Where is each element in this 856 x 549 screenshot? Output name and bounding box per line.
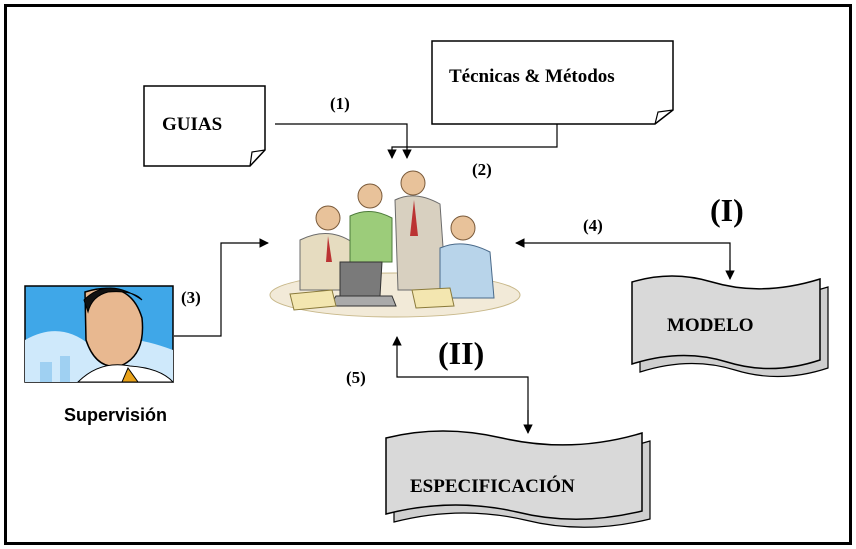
connectors — [174, 123, 735, 434]
step-4-label: (4) — [583, 216, 603, 235]
phase-1-label: (I) — [710, 192, 744, 228]
modelo-label: MODELO — [667, 315, 754, 336]
guias-document — [143, 85, 266, 167]
tecnicas-label: Técnicas & Métodos — [449, 66, 615, 87]
team-clipart — [269, 170, 521, 318]
step-3-label: (3) — [181, 288, 201, 307]
arrow-modelo — [515, 238, 731, 278]
arrow-guias — [275, 123, 412, 159]
tecnicas-document — [431, 40, 674, 125]
step-2-label: (2) — [472, 160, 492, 179]
arrow-supervision — [174, 238, 269, 337]
especificacion-banner — [385, 430, 651, 528]
especificacion-label: ESPECIFICACIÓN — [410, 476, 575, 497]
modelo-banner — [631, 275, 829, 378]
step-1-label: (1) — [330, 94, 350, 113]
arrow-especificacion — [392, 336, 529, 432]
arrow-tecnicas — [387, 124, 558, 159]
step-5-label: (5) — [346, 368, 366, 387]
guias-label: GUIAS — [162, 114, 223, 135]
supervisor-avatar — [24, 285, 175, 383]
phase-2-label: (II) — [438, 335, 485, 371]
diagram-frame — [4, 4, 852, 545]
supervision-label: Supervisión — [64, 405, 168, 425]
